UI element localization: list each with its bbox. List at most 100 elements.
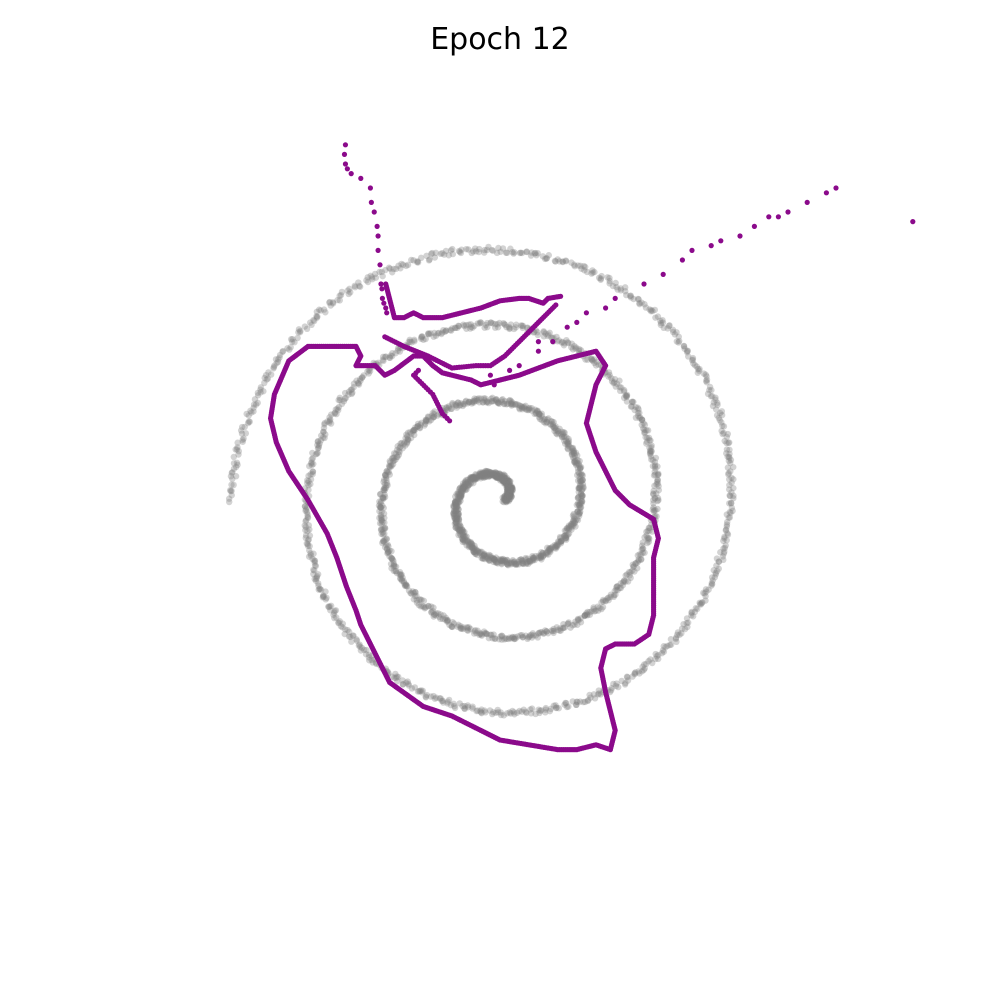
spiral-point bbox=[576, 481, 584, 489]
spiral-point bbox=[444, 406, 451, 413]
sample-point bbox=[823, 190, 830, 196]
spiral-point bbox=[456, 485, 463, 492]
sample-point bbox=[708, 243, 714, 249]
spiral-point bbox=[468, 473, 476, 481]
spiral-point bbox=[565, 525, 573, 532]
spiral-point bbox=[516, 249, 524, 257]
spiral-point bbox=[529, 630, 537, 637]
spiral-point bbox=[459, 625, 467, 633]
spiral-point bbox=[506, 484, 514, 491]
spiral-point bbox=[524, 635, 531, 642]
spiral-point bbox=[505, 494, 512, 501]
spiral-point bbox=[402, 581, 410, 589]
spiral-point bbox=[455, 490, 462, 497]
spiral-point bbox=[558, 537, 565, 545]
spiral-point bbox=[572, 523, 579, 530]
sample-point bbox=[660, 271, 666, 277]
spiral-point bbox=[523, 558, 531, 566]
spiral-point bbox=[457, 400, 465, 407]
spiral-point bbox=[467, 474, 474, 481]
spiral-point bbox=[398, 439, 405, 447]
spiral-point bbox=[476, 549, 484, 556]
spiral-point bbox=[505, 487, 512, 494]
spiral-point bbox=[488, 470, 495, 477]
spiral-point bbox=[576, 509, 583, 517]
spiral-point bbox=[434, 412, 441, 419]
spiral-point bbox=[537, 554, 545, 561]
spiral-point bbox=[408, 685, 416, 692]
spiral-point bbox=[577, 504, 585, 511]
spiral-point bbox=[476, 473, 483, 480]
spiral-point bbox=[472, 471, 479, 478]
spiral-point bbox=[459, 528, 466, 536]
spiral-point bbox=[454, 399, 462, 406]
spiral-point bbox=[455, 512, 462, 519]
spiral-point bbox=[511, 635, 518, 643]
spiral-point bbox=[509, 487, 516, 495]
spiral-point bbox=[480, 470, 488, 478]
spiral-point bbox=[502, 479, 509, 486]
spiral-point bbox=[406, 429, 414, 436]
spiral-point bbox=[411, 431, 418, 439]
spiral-point bbox=[501, 496, 508, 504]
spiral-point bbox=[463, 542, 470, 549]
spiral-point bbox=[452, 499, 459, 506]
spiral-point bbox=[547, 544, 555, 552]
spiral-point bbox=[467, 480, 474, 488]
spiral-point bbox=[405, 436, 412, 444]
spiral-point bbox=[472, 550, 479, 557]
spiral-point bbox=[472, 627, 479, 634]
spiral-point bbox=[416, 424, 424, 432]
spiral-point bbox=[495, 474, 502, 482]
spiral-point bbox=[503, 496, 511, 504]
spiral-point bbox=[462, 478, 470, 486]
sample-point bbox=[384, 310, 390, 316]
spiral-point bbox=[505, 483, 512, 490]
spiral-point bbox=[383, 473, 390, 480]
spiral-point bbox=[519, 557, 526, 564]
spiral-point bbox=[464, 482, 471, 489]
spiral-point bbox=[450, 503, 457, 510]
spiral-point bbox=[503, 401, 510, 408]
spiral-point bbox=[576, 476, 584, 483]
spiral-point bbox=[595, 274, 603, 282]
spiral-point bbox=[458, 535, 466, 542]
spiral-point bbox=[506, 488, 513, 495]
spiral-point bbox=[295, 329, 302, 336]
sample-point bbox=[358, 175, 364, 181]
spiral-point bbox=[483, 470, 490, 477]
spiral-point bbox=[508, 484, 515, 491]
spiral-point bbox=[503, 497, 510, 504]
spiral-point bbox=[384, 482, 391, 489]
spiral-point bbox=[574, 468, 582, 476]
spiral-point bbox=[507, 397, 515, 405]
spiral-point bbox=[479, 470, 487, 478]
spiral-point bbox=[488, 398, 495, 405]
spiral-point bbox=[502, 497, 509, 505]
spiral-point bbox=[395, 448, 402, 455]
spiral-point bbox=[381, 491, 388, 498]
sample-point bbox=[612, 295, 618, 301]
spiral-point bbox=[453, 519, 460, 527]
spiral-point bbox=[228, 481, 235, 488]
spiral-point bbox=[501, 479, 509, 486]
spiral-point bbox=[474, 547, 482, 554]
spiral-point bbox=[472, 474, 480, 482]
spiral-point bbox=[477, 630, 484, 638]
spiral-point bbox=[509, 486, 516, 493]
spiral-point bbox=[523, 559, 531, 567]
spiral-point bbox=[487, 471, 495, 478]
spiral-point bbox=[410, 595, 418, 603]
spiral-point bbox=[468, 540, 475, 547]
spiral-point bbox=[576, 501, 583, 508]
spiral-point bbox=[561, 433, 568, 440]
spiral-point bbox=[536, 410, 543, 418]
spiral-point bbox=[468, 542, 476, 550]
sample-point bbox=[535, 339, 542, 345]
spiral-point bbox=[503, 485, 511, 492]
spiral-point bbox=[471, 395, 478, 402]
spiral-point bbox=[459, 538, 466, 546]
spiral-point bbox=[508, 560, 515, 568]
spiral-point bbox=[472, 549, 479, 556]
spiral-point bbox=[458, 525, 466, 533]
